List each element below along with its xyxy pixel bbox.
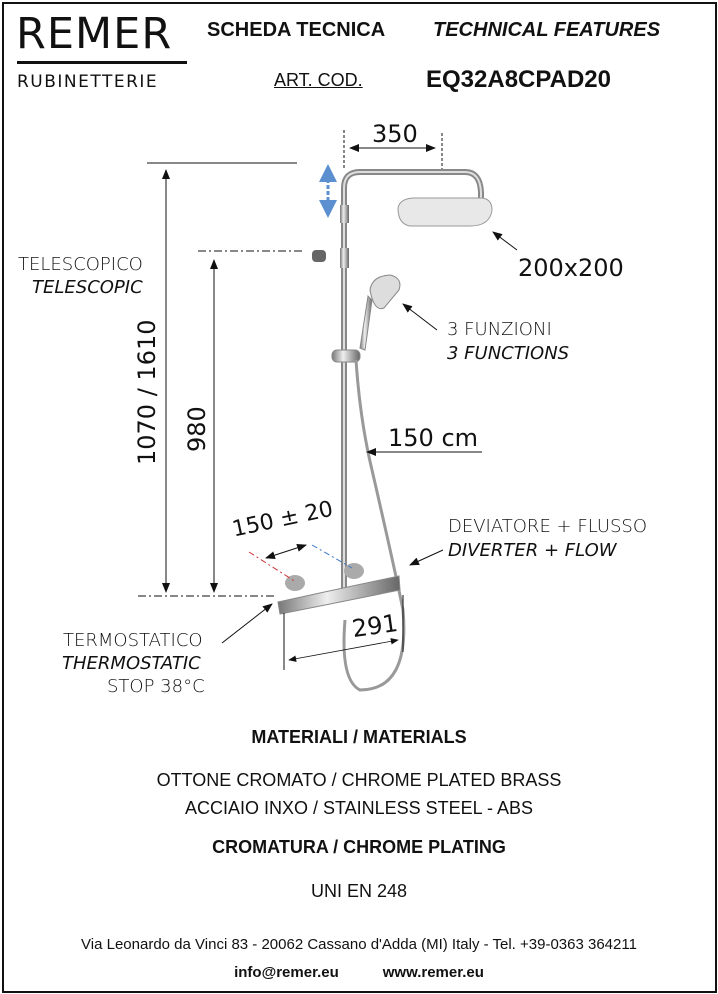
functions-label-en: 3 FUNCTIONS — [447, 343, 570, 364]
footer-website[interactable]: www.remer.eu — [382, 964, 484, 981]
footer-address: Via Leonardo da Vinci 83 - 20062 Cassano… — [81, 936, 637, 953]
bar-height-dim-label: 980 — [183, 406, 211, 452]
title-english: TECHNICAL FEATURES — [433, 19, 661, 41]
plating-heading: CROMATURA / CHROME PLATING — [212, 837, 506, 857]
title-italian: SCHEDA TECNICA — [207, 19, 386, 41]
art-cod-label: ART. COD. — [274, 70, 363, 90]
brand-subtitle: RUBINETTERIE — [17, 72, 159, 92]
width-dimension — [343, 130, 443, 170]
thermostatic-label-en: THERMOSTATIC — [62, 653, 201, 674]
logo-divider — [17, 61, 187, 64]
telescopic-label-it: TELESCOPICO — [18, 254, 143, 275]
telescopic-label-en: TELESCOPIC — [32, 277, 143, 298]
width-dim-label: 350 — [372, 120, 418, 148]
diverter-label-it: DEVIATORE + FLUSSO — [448, 516, 648, 537]
materials-line-1: OTTONE CROMATO / CHROME PLATED BRASS — [156, 770, 562, 790]
standard-label: UNI EN 248 — [310, 881, 408, 901]
brand-logo: REMER — [16, 9, 173, 59]
thermostatic-stop-label: STOP 38°C — [107, 676, 205, 697]
mixer-width-dimension — [283, 595, 404, 670]
shower-column — [277, 169, 493, 692]
functions-label-it: 3 FUNZIONI — [447, 319, 552, 340]
article-code: EQ32A8CPAD20 — [426, 66, 611, 93]
materials-heading: MATERIALI / MATERIALS — [251, 727, 467, 747]
materials-line-2: ACCIAIO INXO / STAINLESS STEEL - ABS — [184, 798, 534, 818]
head-size-label: 200x200 — [518, 254, 624, 282]
footer-contacts: info@remer.eu www.remer.eu — [0, 964, 718, 981]
thermostatic-label-it: TERMOSTATICO — [63, 630, 203, 651]
height-dim-label: 1070 / 1610 — [133, 319, 161, 466]
diverter-label-en: DIVERTER + FLOW — [448, 540, 617, 561]
hose-length-label: 150 cm — [388, 424, 479, 452]
footer-email[interactable]: info@remer.eu — [234, 964, 339, 981]
height-dimension — [138, 162, 305, 597]
